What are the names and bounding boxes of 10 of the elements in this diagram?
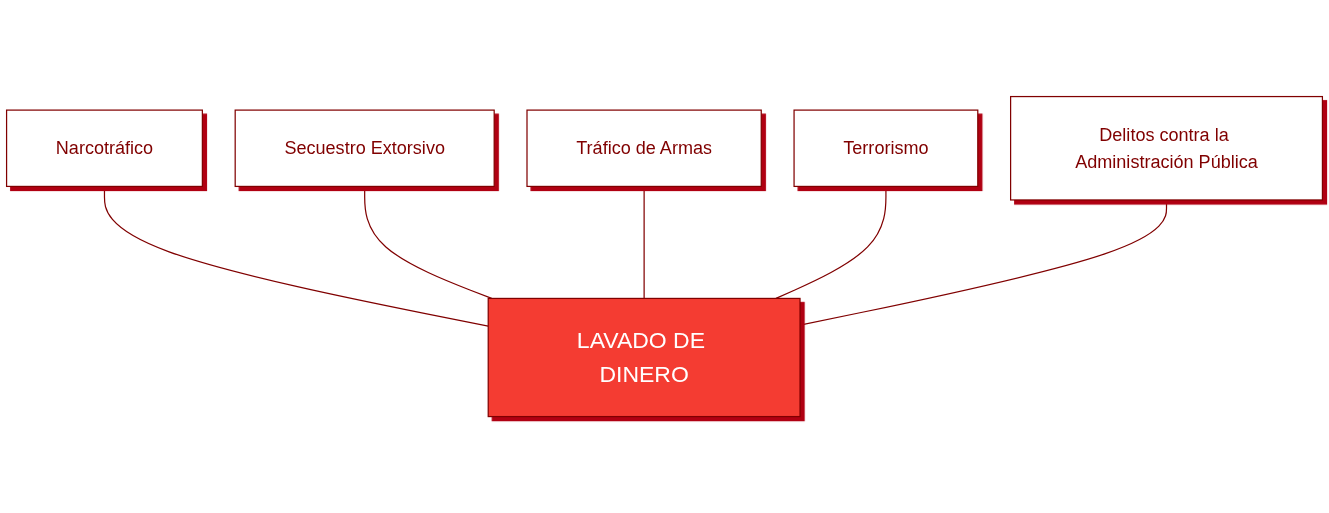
connector (775, 185, 887, 299)
node-box: Narcotráfico (5, 109, 203, 187)
connector (643, 185, 645, 299)
connector (364, 185, 493, 299)
node-box: Terrorismo (793, 109, 979, 187)
node-box: Secuestro Extorsivo (234, 109, 495, 187)
node-box: LAVADO DE DINERO (487, 297, 801, 418)
node-box: Delitos contra la Administración Pública (1010, 95, 1324, 201)
connector (103, 185, 489, 327)
node-box: Tráfico de Armas (526, 109, 762, 187)
